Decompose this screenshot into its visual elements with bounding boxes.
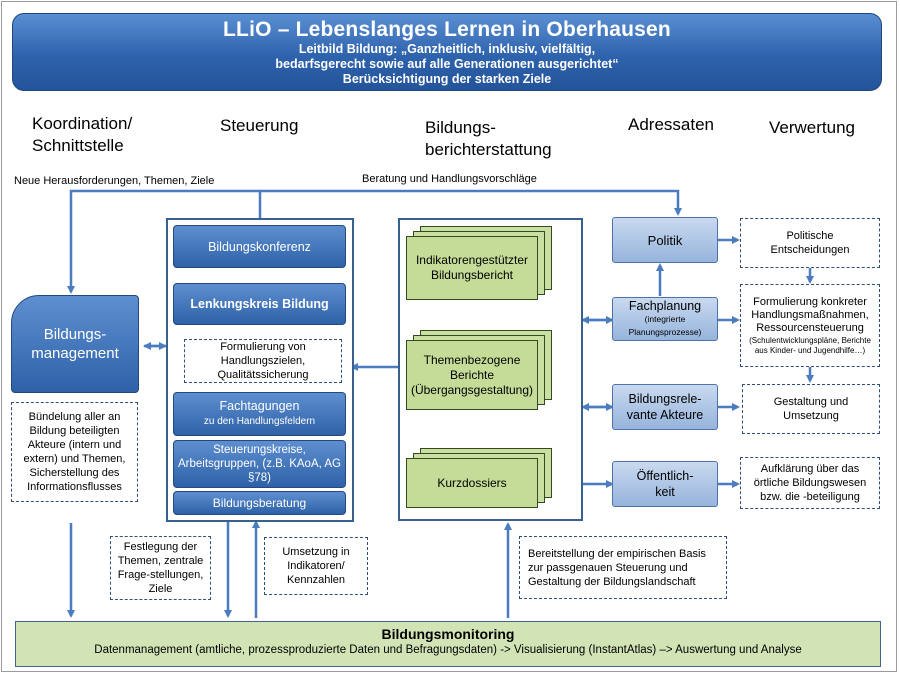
- column-verwertung: Verwertung: [769, 118, 855, 137]
- flow-label-beratung: Beratung und Handlungsvorschläge: [362, 173, 537, 185]
- column-adressaten: Adressaten: [628, 115, 714, 134]
- column-berichterstattung-line-2: berichterstattung: [425, 140, 552, 159]
- oeffentlichkeit-line-2: keit: [655, 485, 675, 499]
- bildungsakteure-line-2: vante Akteure: [626, 408, 704, 422]
- oeffentlichkeit-box: Öffentlich- keit: [612, 461, 718, 507]
- leitbild-line-3: Berücksichtigung der starken Ziele: [342, 72, 552, 86]
- arrow-to-bildungsmanagement: [67, 189, 260, 294]
- title-banner: LLiO – Lebenslanges Lernen in Oberhausen…: [12, 13, 882, 91]
- leitbild-line-2: bedarfsgerecht sowie auf alle Generation…: [275, 57, 619, 71]
- indikatoren-bericht-doc: Indikatorengestützter Bildungsbericht: [406, 236, 538, 300]
- column-berichterstattung: Bildungs- berichterstattung: [425, 117, 552, 161]
- flow-label-herausforderungen: Neue Herausforderungen, Themen, Ziele: [14, 175, 215, 187]
- aufklaerung-note: Aufklärung über das örtliche Bildungswes…: [740, 457, 880, 509]
- umsetzung-indikatoren-note: Umsetzung in Indikatoren/ Kennzahlen: [264, 537, 368, 595]
- politik-box: Politik: [612, 217, 718, 263]
- arrow-steuerung-to-politik: [258, 189, 682, 218]
- column-koordination-line-2: Schnittstelle: [32, 136, 124, 155]
- fachtagungen-subtitle: zu den Handlungsfeldern: [203, 416, 316, 427]
- fachplanung-box: Fachplanung (integrierte Planungsprozess…: [612, 297, 718, 341]
- buendelung-note: Bündelung aller an Bildung beteiligten A…: [11, 402, 138, 502]
- kurzdossiers-stack: Kurzdossiers: [406, 448, 554, 510]
- themen-bericht-stack: Themenbezogene Berichte (Übergangsgestal…: [406, 330, 554, 410]
- empirische-basis-note: Bereitstellung der empirischen Basis zur…: [519, 536, 727, 599]
- bildungsakteure-box: Bildungsrele- vante Akteure: [612, 384, 718, 430]
- bildungskonferenz-box: Bildungskonferenz: [173, 225, 346, 268]
- bildungsmonitoring-bar: Bildungsmonitoring Datenmanagement (amtl…: [15, 621, 881, 667]
- fachplanung-title: Fachplanung: [628, 298, 702, 313]
- fachplanung-subtitle: (integrierte Planungsprozesse): [628, 313, 702, 337]
- bildungsmanagement-title-1: Bildungs-: [43, 326, 107, 343]
- column-berichterstattung-line-1: Bildungs-: [425, 118, 496, 137]
- bildungsakteure-line-1: Bildungsrele-: [628, 392, 702, 406]
- diagram-title: LLiO – Lebenslanges Lernen in Oberhausen: [223, 18, 671, 41]
- column-koordination-line-1: Koordination/: [32, 114, 133, 133]
- handlungsmassnahmen-detail: (Schulentwicklungspläne, Berichte aus Ki…: [749, 335, 871, 355]
- bildungsberatung-box: Bildungsberatung: [173, 491, 346, 515]
- politische-entscheidungen-note: Politische Entscheidungen: [740, 218, 880, 268]
- bildungsmonitoring-subtitle: Datenmanagement (amtliche, prozessproduz…: [94, 644, 802, 656]
- gestaltung-umsetzung-note: Gestaltung und Umsetzung: [742, 384, 880, 434]
- handlungsmassnahmen-text: Formulierung konkreter Handlungsmaßnahme…: [751, 295, 869, 334]
- festlegung-themen-note: Festlegung der Themen, zentrale Frage-st…: [110, 536, 211, 600]
- indikatoren-bericht-stack: Indikatorengestützter Bildungsbericht: [406, 226, 554, 302]
- formulierung-handlungsziele-note: Formulierung von Handlungszielen, Qualit…: [184, 339, 342, 383]
- themen-bericht-line-1: Themenbezogene: [423, 352, 521, 367]
- oeffentlichkeit-line-1: Öffentlich-: [636, 469, 694, 483]
- themen-bericht-line-2: Berichte: [449, 367, 495, 382]
- steuerungskreise-box: Steuerungskreise, Arbeitsgruppen, (z.B. …: [173, 440, 346, 488]
- kurzdossiers-doc: Kurzdossiers: [406, 458, 538, 508]
- bildungsmanagement-box: Bildungs- management: [11, 295, 139, 393]
- bildungsmonitoring-title: Bildungsmonitoring: [381, 626, 515, 642]
- handlungsmassnahmen-note: Formulierung konkreter Handlungsmaßnahme…: [740, 284, 880, 367]
- fachtagungen-title: Fachtagungen: [219, 399, 300, 413]
- column-koordination: Koordination/ Schnittstelle: [32, 113, 132, 157]
- lenkungskreis-box: Lenkungskreis Bildung: [173, 283, 346, 325]
- bildungsmanagement-title-2: management: [31, 345, 119, 362]
- column-steuerung: Steuerung: [220, 116, 299, 135]
- themen-bericht-doc: Themenbezogene Berichte (Übergangsgestal…: [406, 340, 538, 410]
- themen-bericht-line-3: (Übergangsgestaltung): [410, 382, 534, 397]
- leitbild-line-1: Leitbild Bildung: „Ganzheitlich, inklusi…: [298, 42, 596, 56]
- fachtagungen-box: Fachtagungen zu den Handlungsfeldern: [173, 392, 346, 436]
